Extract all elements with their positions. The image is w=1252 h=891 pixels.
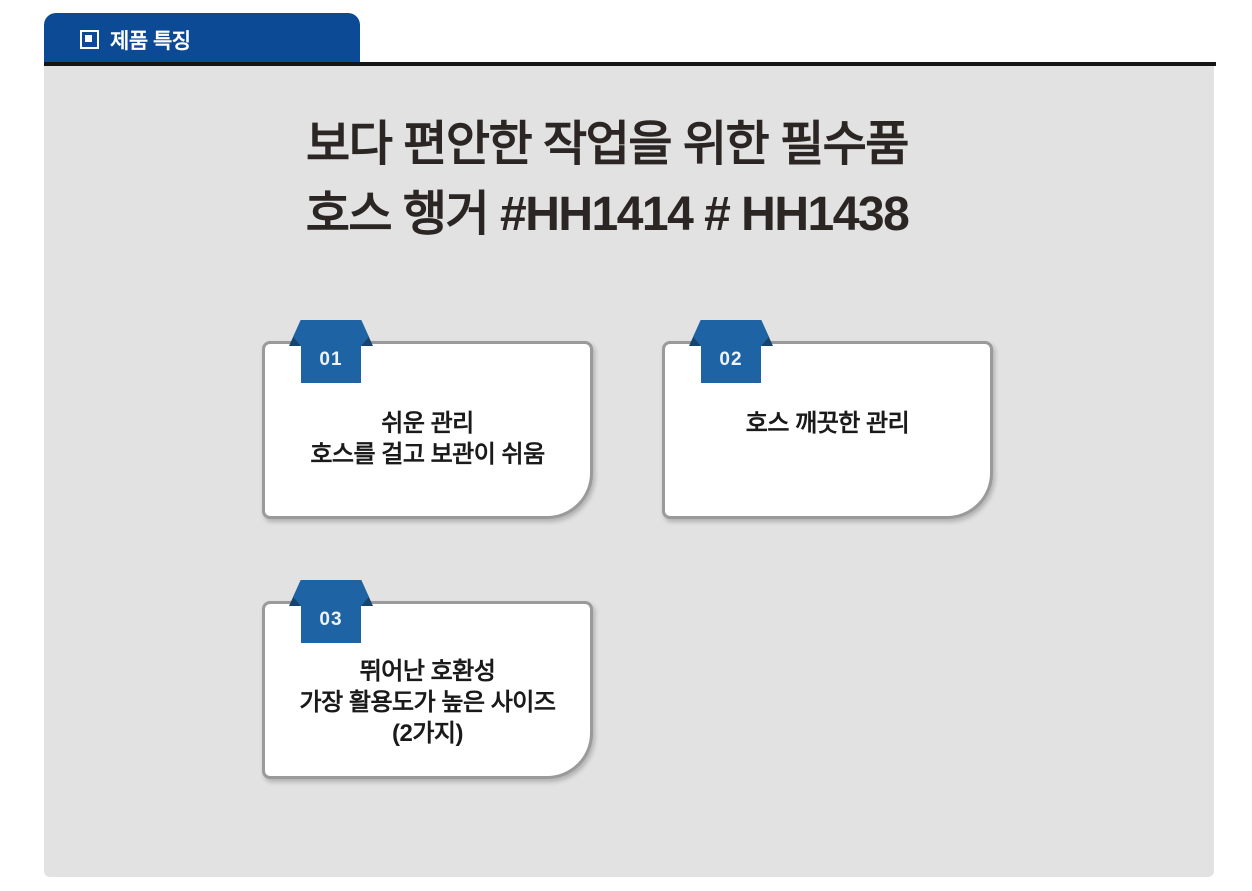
- card-text-line: 뛰어난 호환성: [359, 658, 496, 685]
- card-text: 쉬운 관리 호스를 걸고 보관이 쉬움: [265, 408, 590, 470]
- card-text: 호스 깨끗한 관리: [665, 408, 990, 439]
- feature-card-2: 02 호스 깨끗한 관리: [662, 320, 993, 519]
- square-in-square-icon: [80, 30, 99, 49]
- section-tab-label: 제품 특징: [110, 29, 191, 53]
- card-text-line: 호스를 걸고 보관이 쉬움: [310, 441, 545, 468]
- product-title: 보다 편안한 작업을 위한 필수품 호스 행거 #HH1414 # HH1438: [44, 110, 1214, 250]
- feature-card-1: 01 쉬운 관리 호스를 걸고 보관이 쉬움: [262, 320, 593, 519]
- product-title-line2: 호스 행거 #HH1414 # HH1438: [305, 188, 910, 241]
- ribbon-strip: 01: [301, 320, 361, 383]
- card-text-line: 쉬운 관리: [381, 410, 474, 437]
- card-text-line: (2가지): [392, 720, 464, 747]
- header-divider-line: [44, 62, 1216, 66]
- card-text: 뛰어난 호환성 가장 활용도가 높은 사이즈 (2가지): [265, 656, 590, 749]
- number-ribbon-1: 01: [289, 320, 373, 383]
- section-tab: 제품 특징: [44, 13, 360, 66]
- product-title-line1: 보다 편안한 작업을 위한 필수품: [306, 118, 909, 171]
- card-text-line: 호스 깨끗한 관리: [745, 410, 910, 437]
- card-text-line: 가장 활용도가 높은 사이즈: [299, 689, 556, 716]
- ribbon-strip: 03: [301, 580, 361, 643]
- card-number: 03: [319, 609, 343, 630]
- ribbon-strip: 02: [701, 320, 761, 383]
- number-ribbon-3: 03: [289, 580, 373, 643]
- content-panel: 보다 편안한 작업을 위한 필수품 호스 행거 #HH1414 # HH1438…: [44, 66, 1214, 877]
- feature-card-3: 03 뛰어난 호환성 가장 활용도가 높은 사이즈 (2가지): [262, 580, 593, 779]
- number-ribbon-2: 02: [689, 320, 773, 383]
- card-number: 02: [719, 349, 743, 370]
- card-number: 01: [319, 349, 343, 370]
